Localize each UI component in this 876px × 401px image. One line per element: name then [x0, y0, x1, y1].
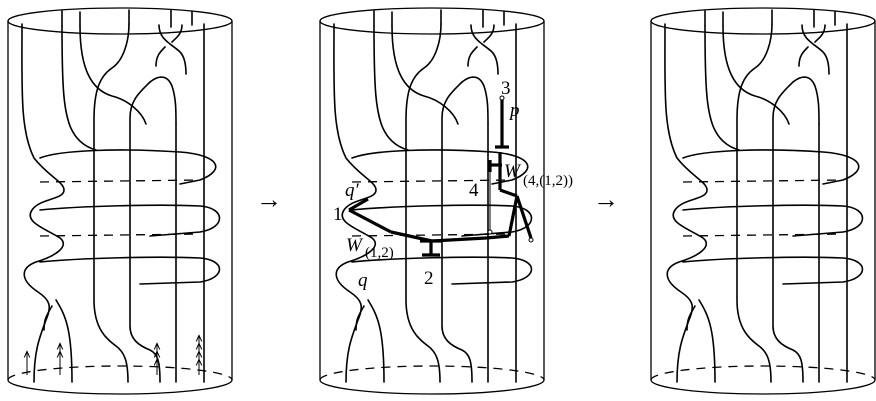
point-q-label: q — [358, 270, 368, 291]
w-a-letter: W — [346, 235, 364, 256]
vertex-4-label: 4 — [469, 180, 479, 201]
panel-middle — [319, 7, 545, 395]
point-p-label: p — [508, 100, 520, 121]
transition-arrow-1: → — [256, 185, 282, 214]
point-q-prime-label: q′ — [345, 180, 360, 201]
vertex-1-label: 1 — [333, 204, 343, 225]
w-b-subscript: (4,(1,2)) — [523, 173, 573, 189]
panel-right — [650, 7, 876, 395]
vertex-3-label: 3 — [501, 78, 511, 99]
vertex-2-label: 2 — [424, 268, 434, 289]
transition-arrow-2: → — [593, 185, 619, 214]
trivalent-graph — [348, 95, 534, 257]
w-b-letter: W — [504, 161, 522, 182]
panel-left-arrows — [27, 336, 199, 375]
w-a-subscript: (1,2) — [365, 245, 394, 261]
